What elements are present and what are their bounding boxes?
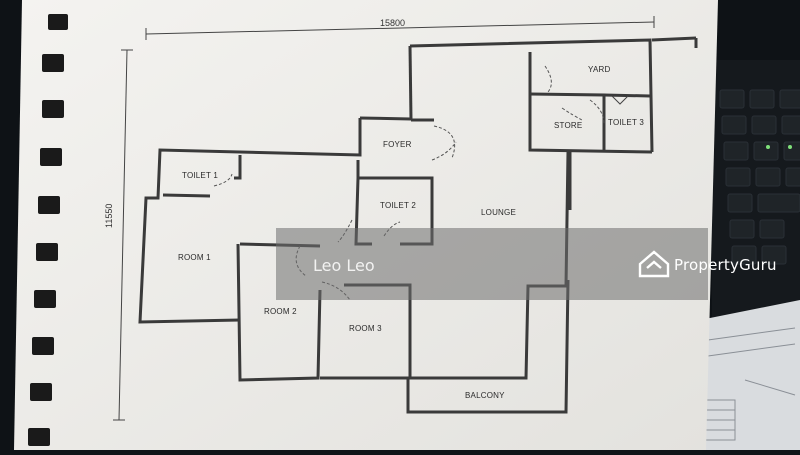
- room-label-toilet3: TOILET 3: [608, 118, 644, 127]
- room-label-lounge: LOUNGE: [481, 208, 516, 217]
- paper-sheet: [14, 0, 718, 450]
- keyboard: [712, 60, 800, 320]
- room-label-toilet2: TOILET 2: [380, 201, 416, 210]
- room-label-store: STORE: [554, 121, 583, 130]
- binder-rings: [28, 14, 68, 446]
- watermark-agent-name: Leo Leo: [313, 256, 375, 275]
- toilet3-door: [611, 95, 629, 105]
- room-label-balcony: BALCONY: [465, 391, 505, 400]
- room-label-yard: YARD: [588, 65, 611, 74]
- dimension-lines: [113, 16, 655, 421]
- room-label-room3: ROOM 3: [349, 324, 382, 333]
- watermark-band: [276, 228, 708, 300]
- watermark-brand: PropertyGuru: [674, 256, 777, 274]
- room-label-room1: ROOM 1: [178, 253, 211, 262]
- height-dimension: 11550: [104, 203, 114, 228]
- room-label-foyer: FOYER: [383, 140, 412, 149]
- width-dimension: 15800: [380, 18, 406, 28]
- secondary-document: [690, 300, 800, 450]
- room-label-room2: ROOM 2: [264, 307, 297, 316]
- room-label-toilet1: TOILET 1: [182, 171, 218, 180]
- propertyguru-logo-icon: [638, 250, 670, 278]
